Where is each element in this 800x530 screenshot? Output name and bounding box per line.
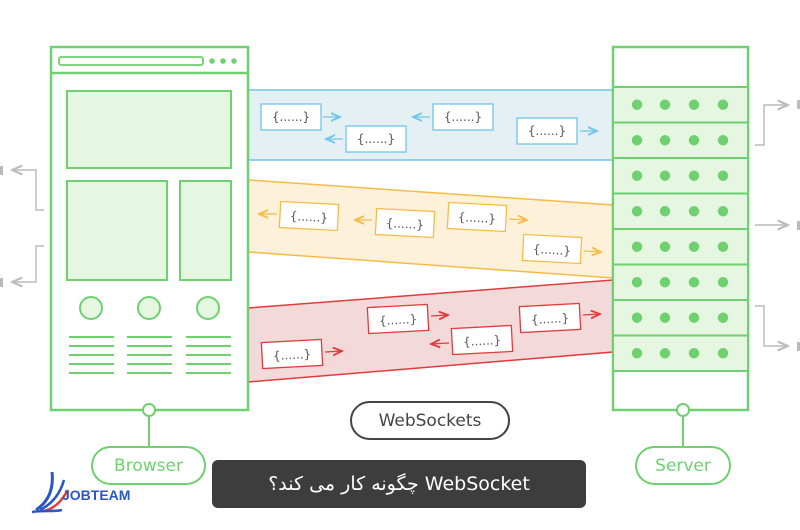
message-red-2: {......} <box>366 303 448 335</box>
svg-text:{......}: {......} <box>531 311 570 327</box>
server-led <box>717 241 729 252</box>
svg-text:{......}: {......} <box>386 216 425 232</box>
server-led <box>688 348 700 359</box>
message-orange-4: {......} <box>521 233 601 265</box>
server-led <box>717 348 729 359</box>
cut-off-glyph <box>797 100 800 109</box>
server-led <box>688 170 700 181</box>
message-red-3: {......} <box>431 324 514 356</box>
server-connector <box>676 403 690 447</box>
svg-text:{......}: {......} <box>528 124 566 138</box>
svg-text:{......}: {......} <box>290 209 329 225</box>
message-blue-2: {......} <box>326 125 407 153</box>
server-led <box>631 348 643 359</box>
browser-window <box>49 45 250 447</box>
svg-text:{......}: {......} <box>444 110 482 124</box>
caption-banner: WebSocket چگونه کار می کند؟ <box>212 460 586 508</box>
server-led <box>717 135 729 146</box>
server-led <box>688 206 700 217</box>
server-led <box>631 99 643 110</box>
message-orange-2: {......} <box>355 207 436 239</box>
svg-text:{......}: {......} <box>458 210 497 226</box>
message-blue-3: {......} <box>413 103 494 131</box>
browser-content-block <box>179 180 232 281</box>
server-led <box>631 312 643 323</box>
server-led <box>688 99 700 110</box>
server-led <box>717 99 729 110</box>
browser-address-bar <box>58 56 204 66</box>
browser-label: Browser <box>91 446 206 485</box>
cut-off-glyph <box>797 221 800 230</box>
svg-text:Server: Server <box>655 456 711 476</box>
svg-text:{......}: {......} <box>273 347 312 363</box>
server-led <box>631 170 643 181</box>
browser-side-arrows <box>12 170 44 282</box>
message-red-4: {......} <box>518 302 600 334</box>
server-led <box>631 206 643 217</box>
cut-off-glyph <box>797 342 800 351</box>
server-label: Server <box>635 446 731 485</box>
message-blue-4: {......} <box>516 117 597 145</box>
server-led <box>659 99 671 110</box>
cut-off-glyph <box>0 278 3 287</box>
server-led <box>631 277 643 288</box>
server-led <box>688 135 700 146</box>
server-led <box>717 312 729 323</box>
server-led <box>659 277 671 288</box>
browser-content-block <box>66 90 232 169</box>
jobteam-logo <box>31 471 70 514</box>
server-units <box>612 86 749 372</box>
browser-content-block <box>66 180 168 281</box>
server-led <box>688 241 700 252</box>
server-led <box>659 170 671 181</box>
server-led <box>659 348 671 359</box>
message-red-1: {......} <box>260 338 342 370</box>
server-led <box>659 135 671 146</box>
svg-text:{......}: {......} <box>533 242 572 258</box>
server-led <box>631 241 643 252</box>
message-orange-3: {......} <box>446 201 527 233</box>
server-led <box>717 170 729 181</box>
svg-text:WebSockets: WebSockets <box>379 411 482 431</box>
server-led <box>717 206 729 217</box>
svg-text:{......}: {......} <box>272 110 310 124</box>
server-led <box>717 277 729 288</box>
jobteam-logo-text: JOBTEAM <box>62 487 131 503</box>
server-led <box>659 206 671 217</box>
svg-text:{......}: {......} <box>463 333 502 349</box>
server-led <box>659 241 671 252</box>
svg-text:{......}: {......} <box>357 132 395 146</box>
server-led <box>659 312 671 323</box>
message-blue-1: {......} <box>260 103 340 131</box>
server-side-arrows <box>755 105 788 346</box>
message-orange-1: {......} <box>259 200 340 232</box>
svg-text:Browser: Browser <box>114 456 183 476</box>
cut-off-glyph <box>0 166 3 175</box>
server-led <box>688 312 700 323</box>
server-led <box>631 135 643 146</box>
svg-text:{......}: {......} <box>379 312 418 328</box>
server-led <box>688 277 700 288</box>
websockets-label: WebSockets <box>350 401 510 440</box>
